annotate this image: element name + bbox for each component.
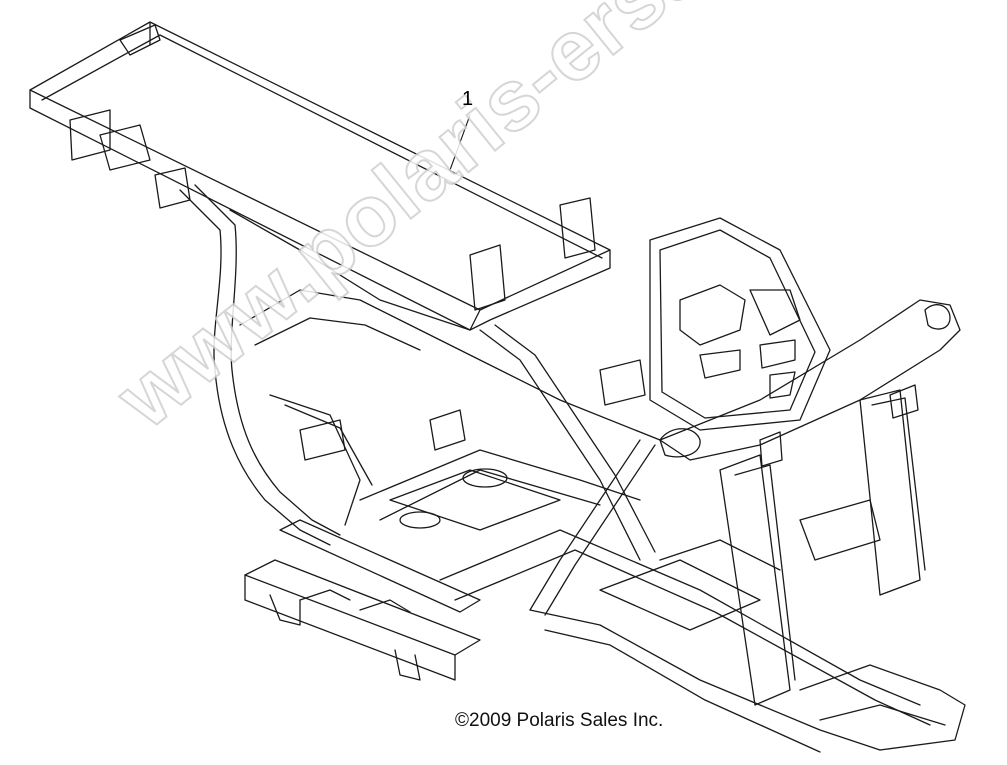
upper-rails	[29, 21, 611, 331]
floor-plates	[389, 468, 761, 631]
lower-floor-rails	[359, 449, 966, 753]
part-callout-number: 1	[462, 88, 474, 110]
mount-brackets	[69, 109, 919, 467]
center-cross-tubes	[229, 209, 661, 616]
left-side-loop	[179, 184, 421, 546]
callout-leader	[449, 114, 471, 171]
front-bracket	[244, 519, 481, 681]
copyright-notice: ©2009 Polaris Sales Inc.	[455, 710, 664, 731]
seat-tower-plate	[649, 217, 831, 431]
rear-upper-tube	[659, 299, 961, 461]
rear-vertical-posts	[719, 389, 926, 706]
